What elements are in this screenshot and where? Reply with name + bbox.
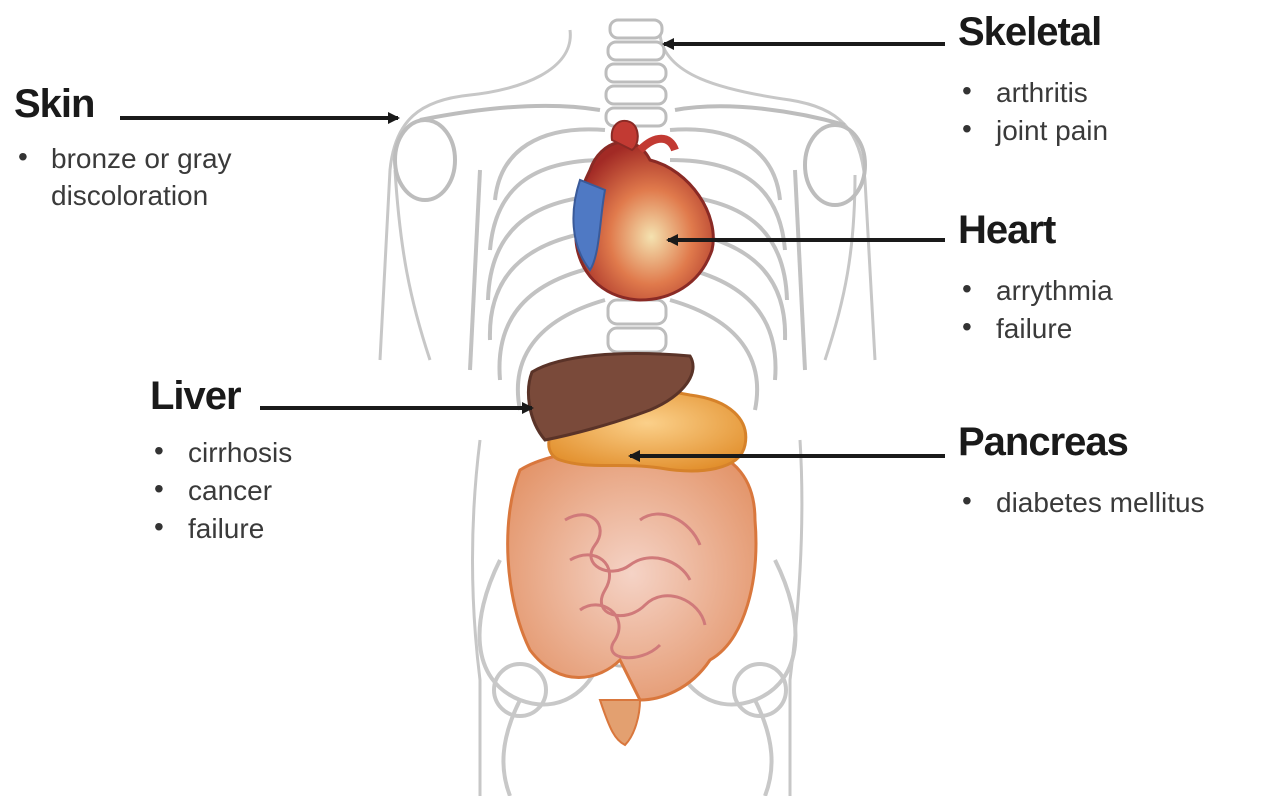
liver-effect-item: cancer (150, 472, 292, 510)
skeletal-effect-item: joint pain (958, 112, 1108, 150)
skeletal-label: Skeletal arthritis joint pain (958, 10, 1108, 150)
skeletal-title: Skeletal (958, 10, 1108, 54)
heart-label: Heart arrythmia failure (958, 208, 1113, 348)
skin-label: Skin bronze or gray discoloration (14, 82, 232, 214)
skin-effects: bronze or gray (14, 140, 232, 177)
liver-effects: cirrhosis cancer failure (150, 434, 292, 548)
pancreas-label: Pancreas diabetes mellitus (958, 420, 1205, 522)
pancreas-effects: diabetes mellitus (958, 484, 1205, 522)
liver-title: Liver (150, 374, 292, 418)
skin-title: Skin (14, 82, 232, 126)
liver-effect-item: cirrhosis (150, 434, 292, 472)
skin-effect-item: bronze or gray (14, 140, 232, 177)
pancreas-effect-item: diabetes mellitus (958, 484, 1205, 522)
heart-effects: arrythmia failure (958, 272, 1113, 348)
liver-effect-item: failure (150, 510, 292, 548)
heart-effect-item: arrythmia (958, 272, 1113, 310)
heart-title: Heart (958, 208, 1113, 252)
skeletal-effects: arthritis joint pain (958, 74, 1108, 150)
heart-effect-item: failure (958, 310, 1113, 348)
heart-illustration (573, 121, 713, 300)
pancreas-title: Pancreas (958, 420, 1205, 464)
liver-label: Liver cirrhosis cancer failure (150, 374, 292, 548)
skin-effect-continuation: discoloration (14, 177, 232, 214)
skeletal-effect-item: arthritis (958, 74, 1108, 112)
